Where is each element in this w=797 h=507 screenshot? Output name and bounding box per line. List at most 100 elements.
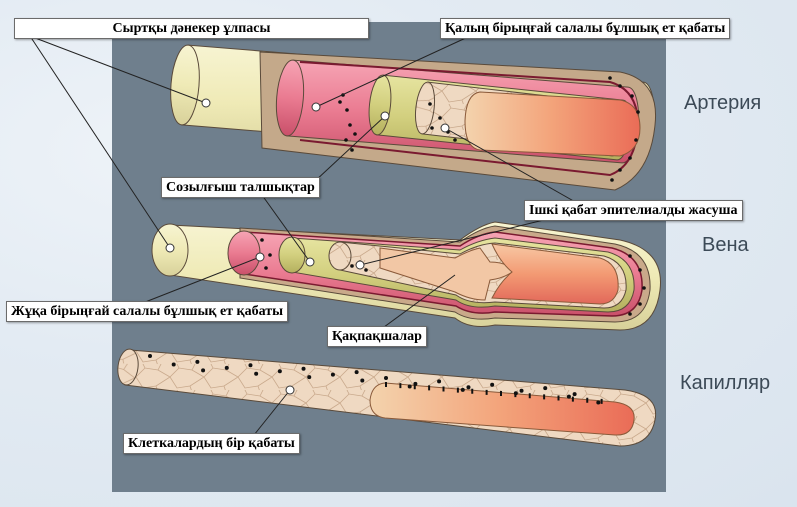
leader-anchor-point bbox=[285, 385, 295, 395]
artery-nucleus bbox=[344, 138, 348, 142]
capillary-wall-mark bbox=[456, 387, 459, 393]
vein-nucleus bbox=[628, 254, 632, 258]
artery-nucleus bbox=[608, 76, 612, 80]
label-single-cell-layer: Клеткалардың бір қабаты bbox=[123, 433, 300, 454]
leader-anchor-point bbox=[201, 98, 211, 108]
leader-anchor-point bbox=[440, 123, 450, 133]
capillary-wall-mark bbox=[385, 382, 387, 387]
leader-endothelium-vein bbox=[359, 215, 561, 266]
capillary-lumen bbox=[369, 382, 635, 436]
capillary-nucleus bbox=[466, 385, 471, 390]
artery-nucleus bbox=[348, 123, 352, 127]
vessel-name-artery: Артерия bbox=[684, 92, 762, 114]
capillary-wall-mark bbox=[543, 394, 546, 400]
label-elastic-fibers: Созылғыш талшықтар bbox=[161, 177, 320, 198]
capillary-nucleus bbox=[195, 359, 200, 364]
vein-nucleus bbox=[350, 264, 354, 268]
capillary-nucleus bbox=[148, 354, 152, 358]
artery-outer-layer-end bbox=[170, 44, 200, 126]
vein-lumen bbox=[491, 243, 619, 305]
leader-thin-muscle bbox=[129, 256, 261, 309]
vein-nucleus bbox=[638, 302, 642, 306]
capillary-nucleus bbox=[307, 375, 312, 380]
artery-nucleus bbox=[353, 132, 357, 136]
capillary-nucleus bbox=[460, 387, 465, 392]
leader-anchor-point bbox=[380, 111, 390, 121]
capillary-nucleus bbox=[437, 379, 442, 384]
capillary-wall-mark bbox=[399, 383, 402, 389]
capillary-nucleus bbox=[254, 371, 259, 376]
leader-single-layer bbox=[249, 389, 291, 441]
capillary-wall-mark bbox=[571, 396, 574, 402]
capillary-nucleus bbox=[354, 370, 359, 375]
capillary-nucleus bbox=[384, 376, 388, 380]
label-valves: Қақпақшалар bbox=[327, 326, 427, 347]
artery-nucleus bbox=[618, 168, 622, 172]
artery-endothelium-end bbox=[414, 81, 436, 135]
capillary-nucleus bbox=[171, 362, 176, 367]
capillary-wall-mark bbox=[557, 395, 560, 401]
artery-nucleus bbox=[338, 100, 342, 104]
artery-nucleus bbox=[453, 138, 457, 142]
vein-nucleus bbox=[268, 253, 272, 257]
vein-nucleus bbox=[264, 266, 268, 270]
capillary-nucleus bbox=[596, 400, 601, 405]
capillary-nucleus bbox=[201, 368, 206, 373]
capillary-wall-mark bbox=[500, 391, 502, 396]
capillary-wall-mark bbox=[413, 384, 416, 390]
capillary-nucleus bbox=[330, 372, 335, 377]
capillary-nucleus bbox=[248, 363, 253, 368]
leader-lines bbox=[29, 35, 601, 441]
vein-nucleus bbox=[642, 286, 646, 290]
capillary-nucleus bbox=[301, 366, 306, 371]
leader-outer-vein bbox=[29, 35, 171, 249]
vein-nucleus bbox=[260, 238, 264, 242]
capillary-wall-mark bbox=[485, 389, 488, 395]
capillary-wall-mark bbox=[528, 393, 531, 399]
vein-nucleus bbox=[628, 312, 632, 316]
label-thick-muscle-layer: Қалың бірыңғай салалы бұлшық ет қабаты bbox=[440, 18, 731, 39]
artery-nucleus bbox=[628, 156, 632, 160]
capillary-wall-mark bbox=[586, 397, 589, 403]
capillary-end bbox=[117, 348, 139, 386]
artery-nucleus bbox=[636, 110, 640, 114]
artery-nucleus bbox=[438, 116, 442, 120]
leader-anchor-point bbox=[355, 260, 365, 270]
capillary-wall-mark bbox=[600, 398, 603, 404]
capillary-nucleus bbox=[572, 392, 577, 397]
capillary-nucleus bbox=[360, 378, 365, 383]
capillary-wall-mark bbox=[471, 388, 474, 394]
artery-nucleus bbox=[428, 102, 432, 106]
capillary-wall-mark bbox=[442, 386, 445, 392]
capillary-nucleus bbox=[407, 384, 412, 389]
artery-nucleus bbox=[618, 84, 622, 88]
capillary-nucleus bbox=[490, 382, 495, 387]
artery-group bbox=[170, 44, 657, 191]
vein-elastic-end bbox=[278, 236, 306, 274]
artery-nucleus bbox=[345, 108, 349, 112]
leader-outer-artery bbox=[29, 35, 207, 104]
vein-endothelium-end bbox=[328, 241, 352, 271]
capillary-nucleus bbox=[277, 369, 282, 374]
artery-nucleus bbox=[430, 126, 434, 130]
capillary-nucleus bbox=[224, 365, 229, 370]
capillary-wall-mark bbox=[514, 392, 517, 398]
leader-anchor-point bbox=[255, 252, 265, 262]
artery-nucleus bbox=[634, 138, 638, 142]
capillary-nucleus bbox=[543, 386, 548, 391]
artery-nucleus bbox=[610, 178, 614, 182]
capillary-wall-mark bbox=[428, 385, 431, 391]
leader-anchor-point bbox=[165, 243, 175, 253]
leader-elastic-vein bbox=[261, 194, 311, 263]
vein-muscle-end bbox=[227, 230, 261, 276]
leader-valves bbox=[379, 274, 456, 331]
vessel-name-vein: Вена bbox=[702, 234, 749, 256]
artery-nucleus bbox=[630, 94, 634, 98]
artery-nucleus bbox=[350, 148, 354, 152]
leader-anchor-point bbox=[305, 257, 315, 267]
leader-thick-muscle bbox=[315, 35, 471, 108]
label-thin-muscle-layer: Жұқа бірыңғай салалы бұлшық ет қабаты bbox=[6, 301, 289, 322]
capillary-group bbox=[117, 348, 657, 447]
